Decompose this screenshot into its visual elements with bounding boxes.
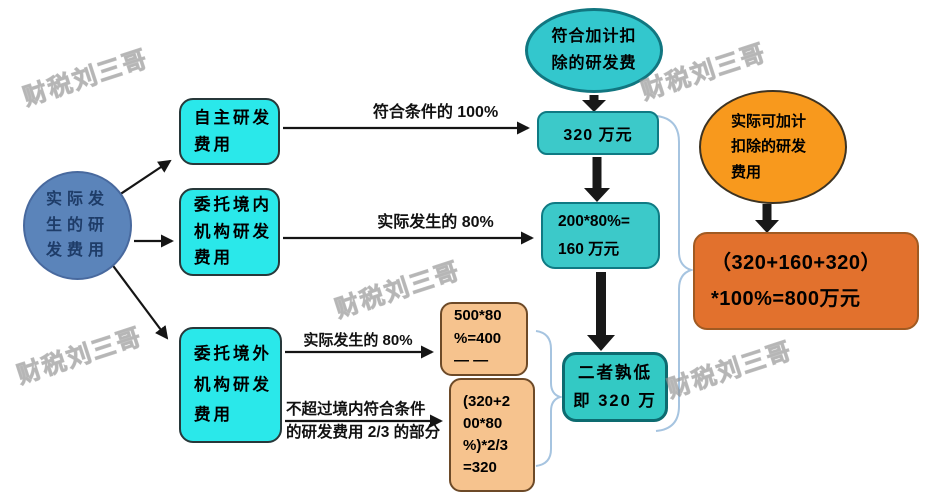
arrow-320-to-160 — [584, 157, 610, 202]
arrow-actual-to-final — [755, 204, 779, 233]
node-lower-of-two: 二者孰低 即 320 万 — [562, 352, 668, 422]
watermark-text: 财税刘三哥 — [13, 323, 146, 390]
node-actual-rd-expense-circle: 实际发 生的研 发费用 — [23, 171, 132, 280]
edge-label-qualified-100: 符合条件的 100% — [372, 104, 499, 121]
node-final-calculation: （320+160+320） *100%=800万元 — [693, 232, 919, 330]
watermark-text: 财税刘三哥 — [19, 45, 152, 112]
node-self-rd-expense: 自主研发 费用 — [179, 98, 280, 165]
edge-label-not-exceed-two-thirds: 不超过境内符合条件 的研发费用 2/3 的部分 — [286, 401, 441, 441]
node-amount-160: 200*80%= 160 万元 — [541, 202, 660, 269]
node-qualified-deduction-ellipse: 符合加计扣 除的研发费 — [525, 8, 663, 93]
brace-calcs-to-lower — [535, 330, 564, 467]
node-actual-deductible-ellipse: 实际可加计 扣除的研发 费用 — [699, 90, 847, 204]
node-amount-320: 320 万元 — [537, 111, 659, 155]
edge-label-actual-80-domestic: 实际发生的 80% — [377, 214, 494, 231]
watermark-text: 财税刘三哥 — [663, 337, 796, 404]
node-overseas-entrusted-rd-expense: 委托境外 机构研发 费用 — [179, 327, 282, 443]
arrow-160-to-lower — [587, 272, 615, 351]
edge-label-actual-80-overseas: 实际发生的 80% — [303, 332, 413, 349]
node-calc-320: (320+2 00*80 %)*2/3 =320 — [449, 378, 535, 492]
arrow-qualified-to-320 — [582, 95, 606, 112]
node-domestic-entrusted-rd-expense: 委托境内 机构研发 费用 — [179, 188, 280, 276]
arrow-source-to-overseas-rd — [110, 262, 169, 340]
node-calc-400: 500*80 %=400 — — — [440, 302, 528, 376]
